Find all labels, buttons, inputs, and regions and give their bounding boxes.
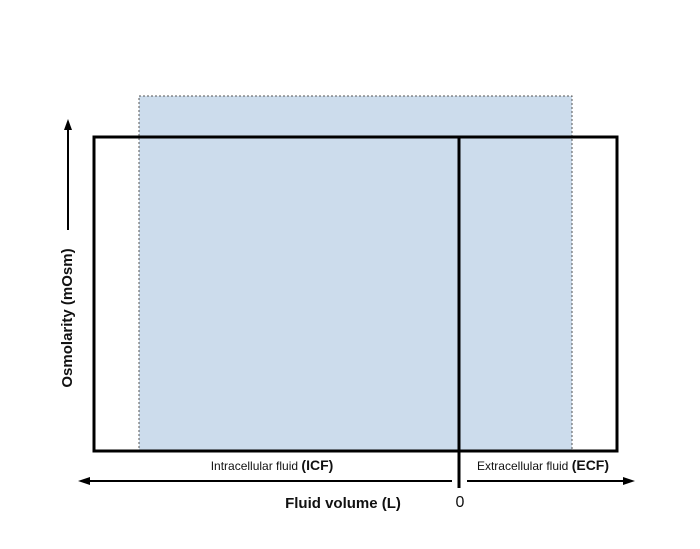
icf-label: Intracellular fluid (ICF) <box>211 457 334 473</box>
icf-label-text: Intracellular fluid <box>211 459 302 473</box>
ecf-label: Extracellular fluid (ECF) <box>477 457 609 473</box>
shaded-volume-region <box>138 95 573 452</box>
baseline-compartment-box <box>92 135 619 453</box>
ecf-label-text: Extracellular fluid <box>477 459 572 473</box>
x-axis-zero-label: 0 <box>456 494 465 511</box>
ecf-label-abbr: (ECF) <box>572 457 609 473</box>
x-axis-right-arrowhead <box>623 477 635 485</box>
x-axis-title: Fluid volume (L) <box>285 495 401 512</box>
x-axis-left-arrowhead <box>78 477 90 485</box>
y-axis-title: Osmolarity (mOsm) <box>59 248 76 387</box>
y-axis-arrowhead <box>64 119 72 130</box>
icf-label-abbr: (ICF) <box>301 457 333 473</box>
